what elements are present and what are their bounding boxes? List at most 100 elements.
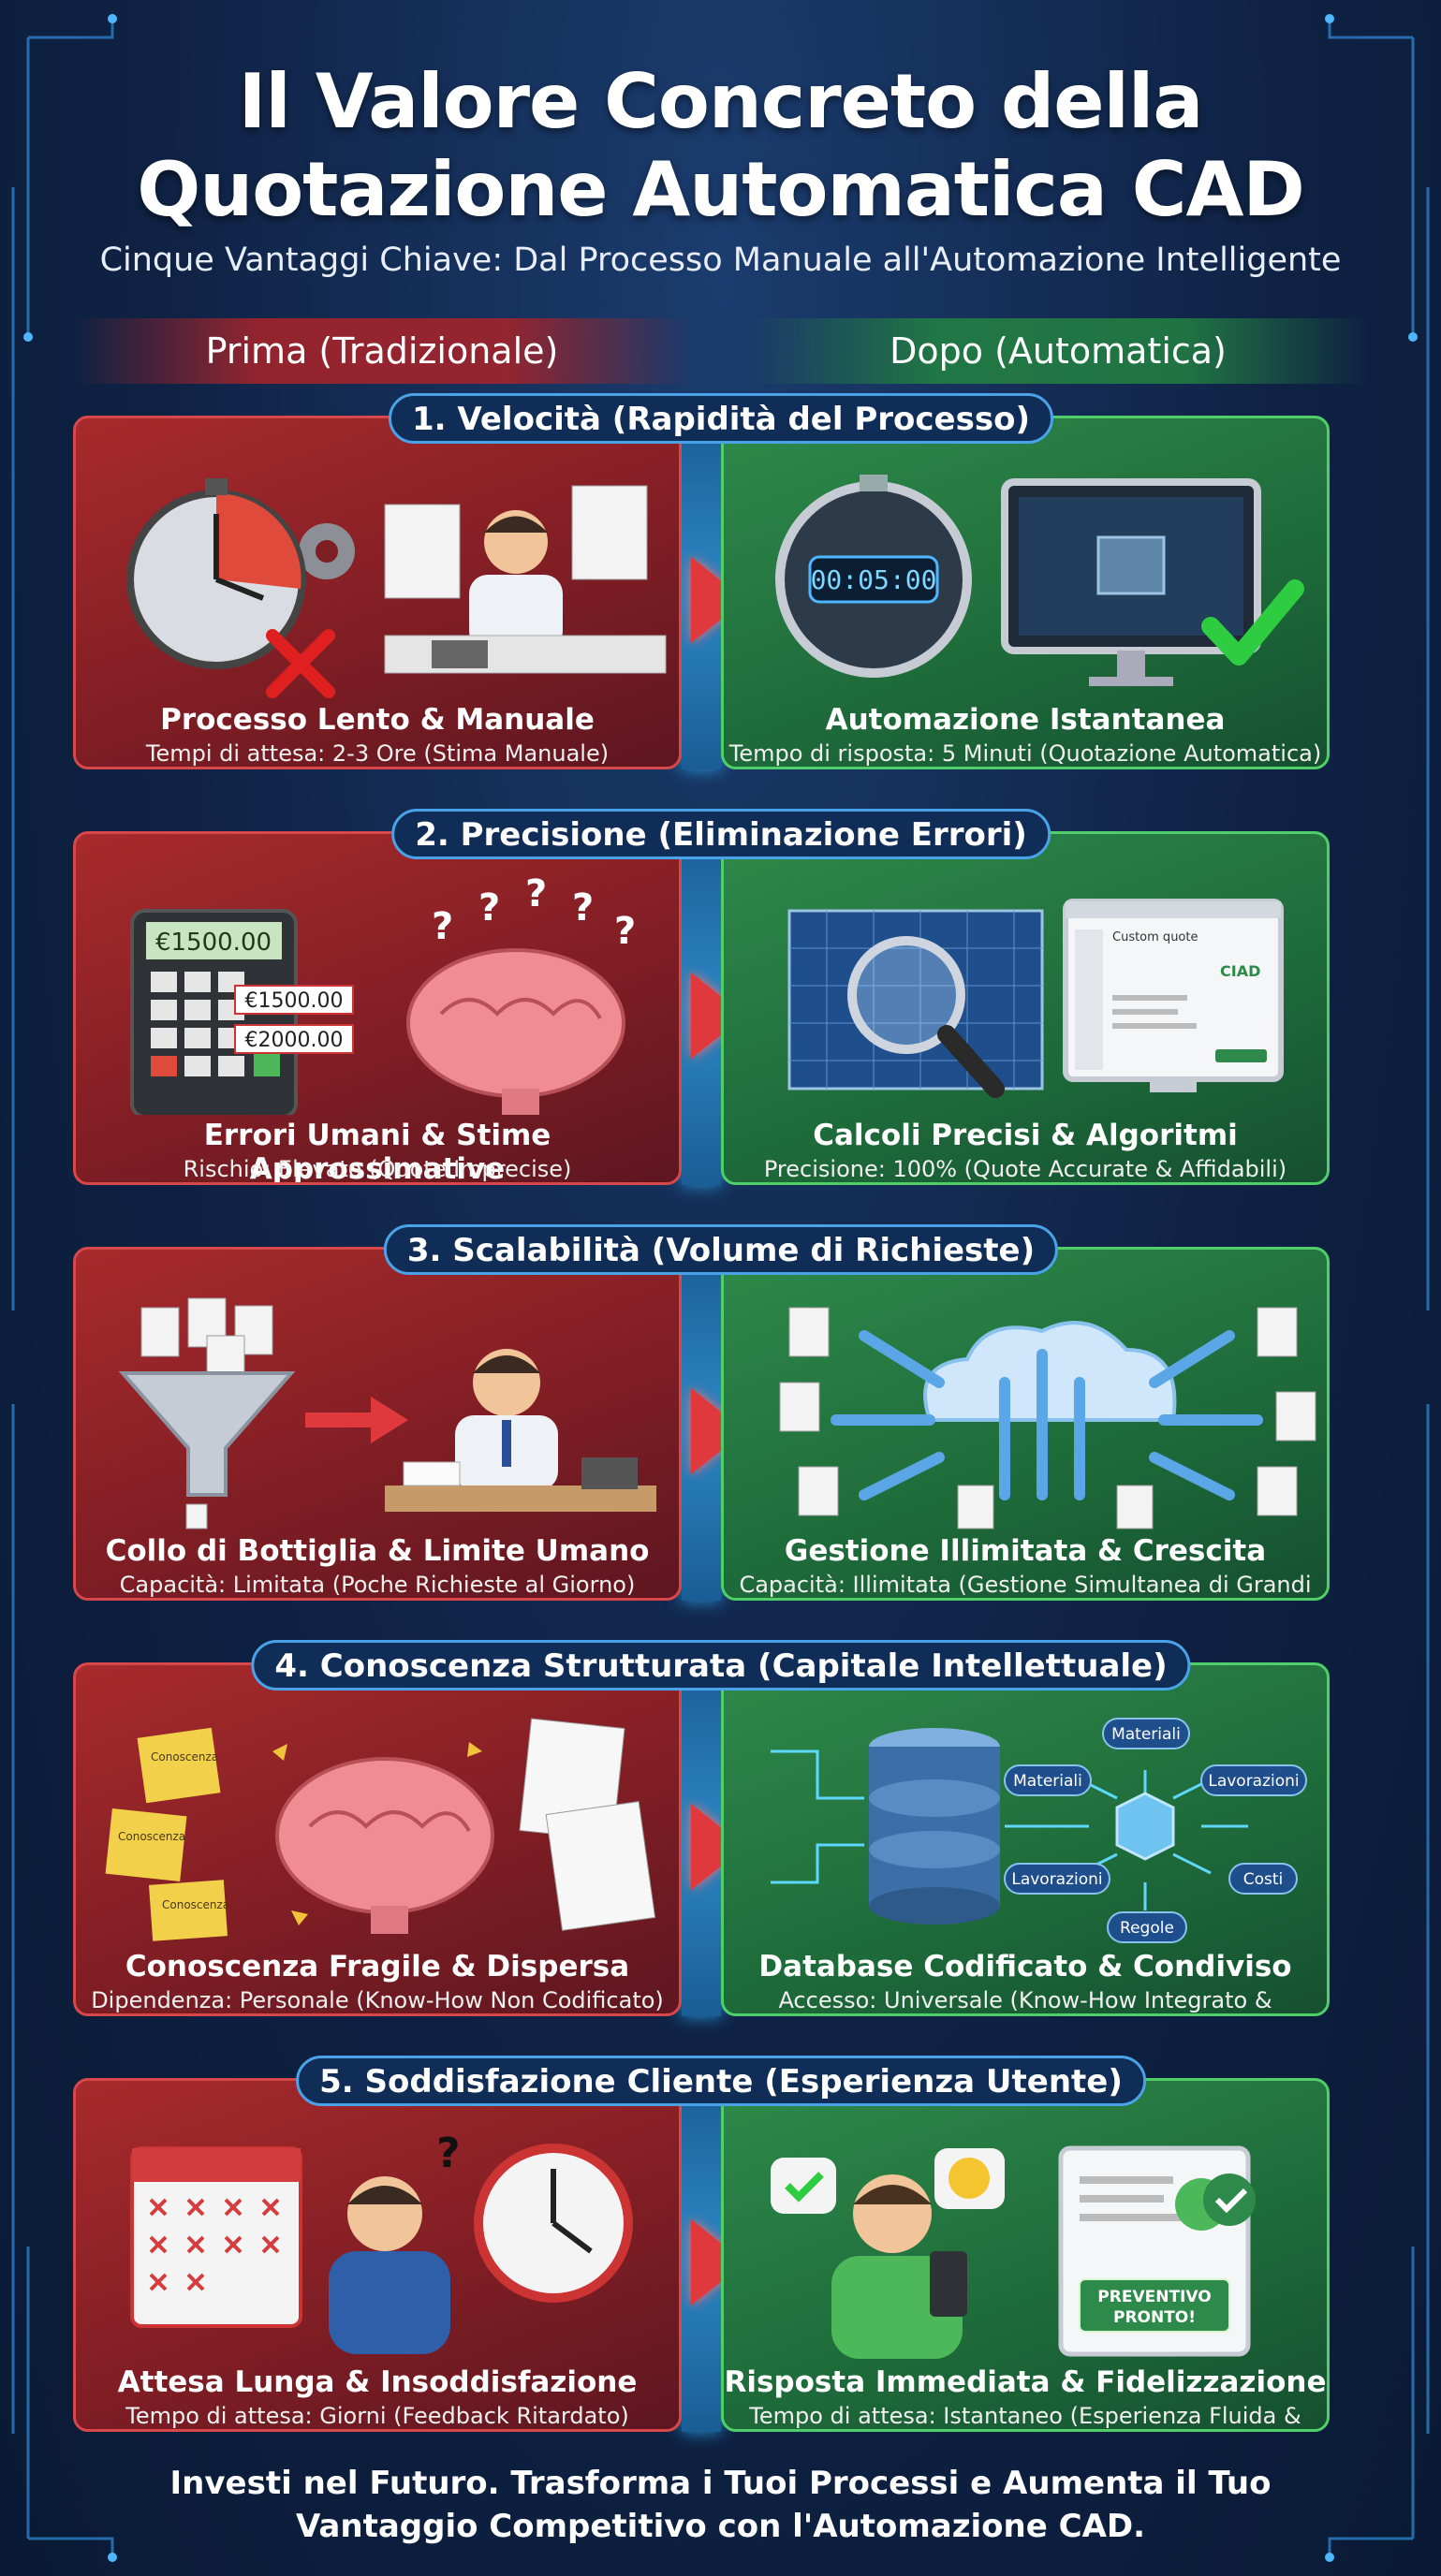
- section-title: 2. Precisione (Eliminazione Errori): [391, 809, 1051, 859]
- quote-ready-document-icon: PREVENTIVO PRONTO!: [1058, 2145, 1256, 2357]
- before-detail: Capacità: Limitata (Poche Richieste al G…: [119, 1572, 636, 1598]
- sticky-note-text: Conoscenza: [162, 1898, 229, 1911]
- panel-after: 00:05:00 Automazione Istantanea Tempo di…: [721, 416, 1330, 769]
- calendar-icon: [130, 2146, 302, 2328]
- node-badge: [1228, 1863, 1298, 1895]
- footer-cta: Investi nel Futuro. Trasforma i Tuoi Pro…: [0, 2462, 1441, 2548]
- gear-icon: [299, 523, 355, 579]
- frustrated-customer-icon: ?: [329, 2130, 461, 2354]
- before-detail: Dipendenza: Personale (Know-How Non Codi…: [91, 1987, 664, 2013]
- cloud-icon: [923, 1321, 1177, 1422]
- node-badge: [1004, 1764, 1092, 1796]
- slow-manual-illustration: [126, 478, 667, 698]
- svg-text:?: ?: [432, 905, 453, 948]
- quote-window-title: Custom quote: [1112, 930, 1198, 944]
- after-detail: Tempo di attesa: Istantaneo (Esperienza …: [749, 2403, 1301, 2429]
- smiley-bubble-icon: [934, 2148, 1005, 2209]
- after-title: Calcoli Precisi & Algoritmi: [813, 1119, 1238, 1152]
- section-title: 3. Scalabilità (Volume di Richieste): [383, 1224, 1059, 1275]
- happy-customer-icon: [831, 2174, 967, 2359]
- codified-database-illustration: Materiali Materiali Lavorazioni Lavorazi…: [771, 1718, 1307, 1943]
- cross-icon: [266, 629, 335, 698]
- ready-badge-line-1: PREVENTIVO: [1097, 2288, 1211, 2306]
- panel-after: Custom quote CIAD Calcoli Precisi & Algo…: [721, 831, 1330, 1185]
- before-title: Processo Lento & Manuale: [160, 703, 595, 737]
- after-detail: Accesso: Universale (Know-How Integrato …: [778, 1987, 1272, 2013]
- node-label: Regole: [1120, 1919, 1174, 1938]
- panel-before: Conoscenza Conoscenza Conoscenza Conosce…: [73, 1662, 682, 2016]
- column-header-before: Prima (Tradizionale): [73, 318, 691, 384]
- clock-icon: [474, 2144, 633, 2303]
- after-detail: Capacità: Illimitata (Gestione Simultane…: [739, 1572, 1312, 1598]
- brain-icon: [275, 1757, 494, 1934]
- panel-before: Processo Lento & Manuale Tempi di attesa…: [73, 416, 682, 769]
- footer-line-1: Investi nel Futuro. Trasforma i Tuoi Pro…: [169, 2465, 1272, 2502]
- panel-after: Gestione Illimitata & Crescita Capacità:…: [721, 1247, 1330, 1601]
- before-title: Errori Umani & Stime Approssimative: [203, 1119, 551, 1185]
- before-title: Attesa Lunga & Insoddisfazione: [117, 2365, 638, 2399]
- panel-after: PREVENTIVO PRONTO! Risposta Immediata & …: [721, 2078, 1330, 2432]
- fragile-knowledge-illustration: Conoscenza Conoscenza Conoscenza: [105, 1718, 656, 1941]
- human-error-illustration: €1500.00 €1500.00 €2000.00 ????: [130, 872, 636, 1115]
- node-label: Costi: [1243, 1870, 1284, 1889]
- data-cube-icon: [1115, 1792, 1175, 1861]
- fragments-icon: [272, 1742, 482, 1925]
- panel-before: Collo di Bottiglia & Limite Umano Capaci…: [73, 1247, 682, 1601]
- timer-display: 00:05:00: [811, 564, 937, 595]
- ready-badge: [1079, 2278, 1230, 2333]
- quote-window-logo: CIAD: [1220, 962, 1260, 980]
- precise-calculation-illustration: Custom quote CIAD: [787, 899, 1284, 1098]
- page-title: Il Valore Concreto della Quotazione Auto…: [0, 58, 1441, 234]
- section-title: 5. Soddisfazione Cliente (Esperienza Ute…: [296, 2056, 1146, 2106]
- check-bubble-icon: [771, 2158, 836, 2214]
- section-title: 1. Velocità (Rapidità del Processo): [389, 393, 1053, 444]
- sticky-note-text: Conoscenza: [151, 1750, 218, 1764]
- before-detail: Rischio: Elevato (Quote Imprecise): [183, 1156, 572, 1182]
- after-title: Database Codificato & Condiviso: [758, 1950, 1292, 1983]
- section-precision: €1500.00 €1500.00 €2000.00 ????: [73, 809, 1369, 1185]
- after-title: Risposta Immediata & Fidelizzazione: [724, 2365, 1327, 2399]
- svg-text:?: ?: [525, 872, 547, 915]
- node-badge: [1004, 1863, 1110, 1895]
- sticky-note-text: Conoscenza: [118, 1830, 185, 1843]
- brain-icon: [406, 948, 625, 1115]
- after-detail: Precisione: 100% (Quote Accurate & Affid…: [763, 1156, 1287, 1182]
- document-icons: [779, 1307, 1316, 1530]
- question-marks-icon: ?????: [432, 872, 636, 953]
- panel-before: €1500.00 €1500.00 €2000.00 ????: [73, 831, 682, 1185]
- svg-text:?: ?: [436, 2130, 461, 2177]
- svg-text:?: ?: [478, 886, 500, 929]
- panel-before: ? Attesa Lunga & Insoddisfazione Tempo d…: [73, 2078, 682, 2432]
- overwhelmed-worker-icon: [385, 1349, 656, 1512]
- price-note: [234, 985, 354, 1015]
- section-satisfaction: ? Attesa Lunga & Insoddisfazione Tempo d…: [73, 2056, 1369, 2432]
- title-line-2: Quotazione Automatica CAD: [137, 146, 1305, 233]
- title-line-1: Il Valore Concreto della: [238, 58, 1204, 145]
- ready-badge-line-2: PRONTO!: [1113, 2308, 1196, 2327]
- quote-window-icon: Custom quote CIAD: [1063, 899, 1284, 1092]
- after-title: Automazione Istantanea: [825, 703, 1226, 737]
- panel-after: Materiali Materiali Lavorazioni Lavorazi…: [721, 1662, 1330, 2016]
- column-header-after: Dopo (Automatica): [749, 318, 1367, 384]
- node-badge: [1102, 1718, 1190, 1749]
- price-note: [234, 1024, 354, 1054]
- svg-text:?: ?: [572, 886, 594, 929]
- computer-monitor-icon: [1001, 478, 1261, 686]
- before-title: Collo di Bottiglia & Limite Umano: [105, 1534, 650, 1568]
- footer-line-2: Vantaggio Competitivo con l'Automazione …: [295, 2508, 1146, 2545]
- before-detail: Tempo di attesa: Giorni (Feedback Ritard…: [125, 2403, 629, 2429]
- smartphone-icon: [930, 2251, 967, 2317]
- price-note-text: €1500.00: [245, 989, 344, 1013]
- arrow-right-icon: [371, 1397, 408, 1443]
- node-label: Lavorazioni: [1011, 1870, 1102, 1889]
- immediate-response-illustration: PREVENTIVO PRONTO!: [771, 2145, 1256, 2359]
- bottleneck-illustration: [118, 1297, 656, 1530]
- unlimited-cloud-illustration: [779, 1307, 1316, 1530]
- before-title: Conoscenza Fragile & Dispersa: [125, 1950, 630, 1983]
- section-speed: Processo Lento & Manuale Tempi di attesa…: [73, 393, 1369, 769]
- section-knowledge: Conoscenza Conoscenza Conoscenza Conosce…: [73, 1640, 1369, 2016]
- long-wait-illustration: ?: [130, 2130, 633, 2354]
- database-icon: [869, 1728, 1000, 1925]
- node-label: Lavorazioni: [1208, 1772, 1299, 1791]
- stressed-worker-icon: [384, 485, 667, 674]
